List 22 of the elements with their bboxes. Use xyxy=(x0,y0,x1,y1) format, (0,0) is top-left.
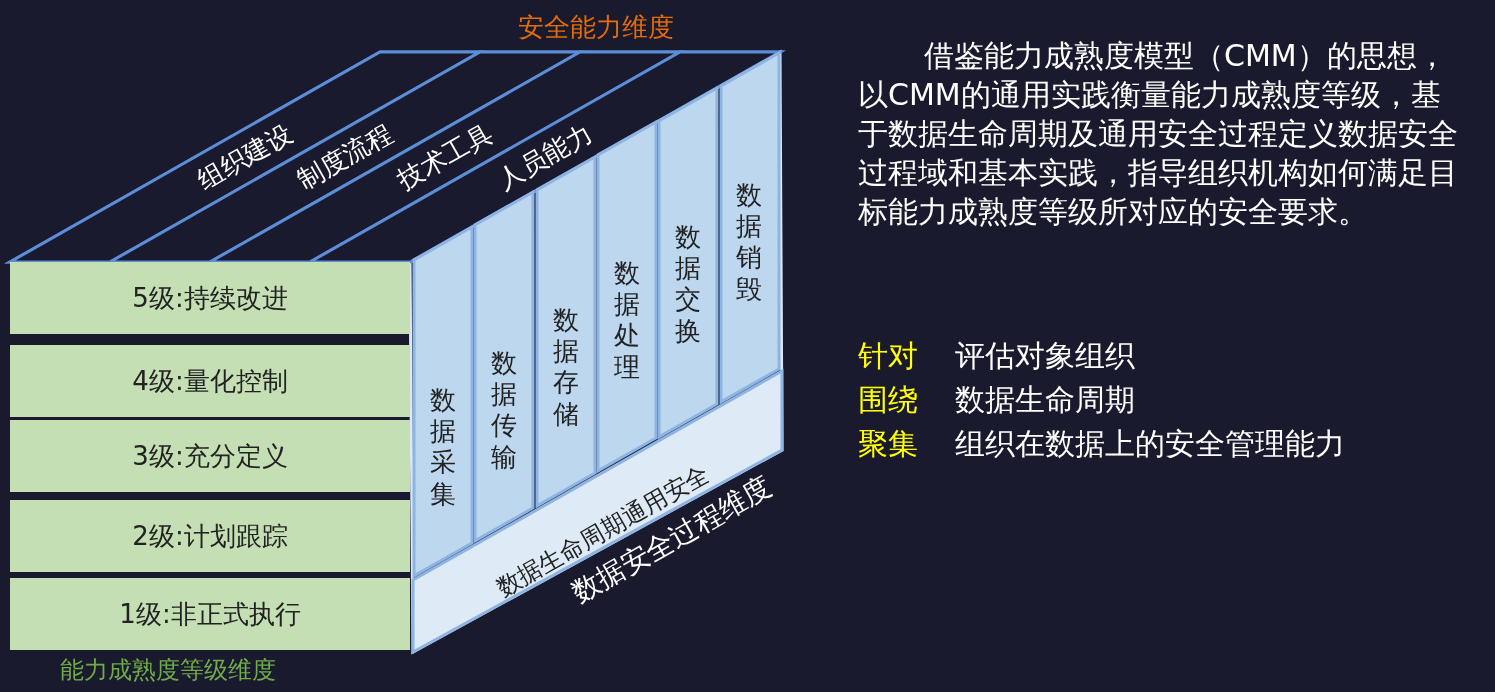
description-text: 组织在数据上的安全管理能力 xyxy=(955,425,1345,463)
column-label: 数据存储 xyxy=(551,305,580,430)
level-bar: 5级:持续改进 xyxy=(10,262,410,334)
description-paragraph: 借鉴能力成熟度模型（CMM）的思想，以CMM的通用实践衡量能力成熟度等级，基于数据生命周期及通用安全过程定义数据安全过程域和基本实践，指导组织机构如何满足目标能力成熟度等级所对应的安全要求。 xyxy=(858,37,1458,231)
description-text: 数据生命周期 xyxy=(955,381,1135,419)
keyword: 聚集 xyxy=(858,425,918,463)
description-text: 评估对象组织 xyxy=(955,337,1135,375)
level-bar: 2级:计划跟踪 xyxy=(10,500,410,572)
column-label: 数据采集 xyxy=(429,385,457,510)
keyword: 针对 xyxy=(858,337,918,375)
level-bar: 1级:非正式执行 xyxy=(10,578,410,650)
axis-title: 安全能力维度 xyxy=(518,11,674,44)
level-bar: 4级:量化控制 xyxy=(10,345,410,417)
keyword: 围绕 xyxy=(858,381,918,419)
level-bar: 3级:充分定义 xyxy=(10,420,410,492)
column-label: 数据销毁 xyxy=(735,180,764,305)
strip-label: 组织建设 xyxy=(191,116,298,198)
column-label: 数据处理 xyxy=(613,258,641,383)
column-label: 数据交换 xyxy=(674,222,702,347)
column-label: 数据传输 xyxy=(490,348,518,473)
strip-label: 人员能力 xyxy=(492,116,599,198)
axis-title: 能力成熟度等级维度 xyxy=(60,655,276,686)
